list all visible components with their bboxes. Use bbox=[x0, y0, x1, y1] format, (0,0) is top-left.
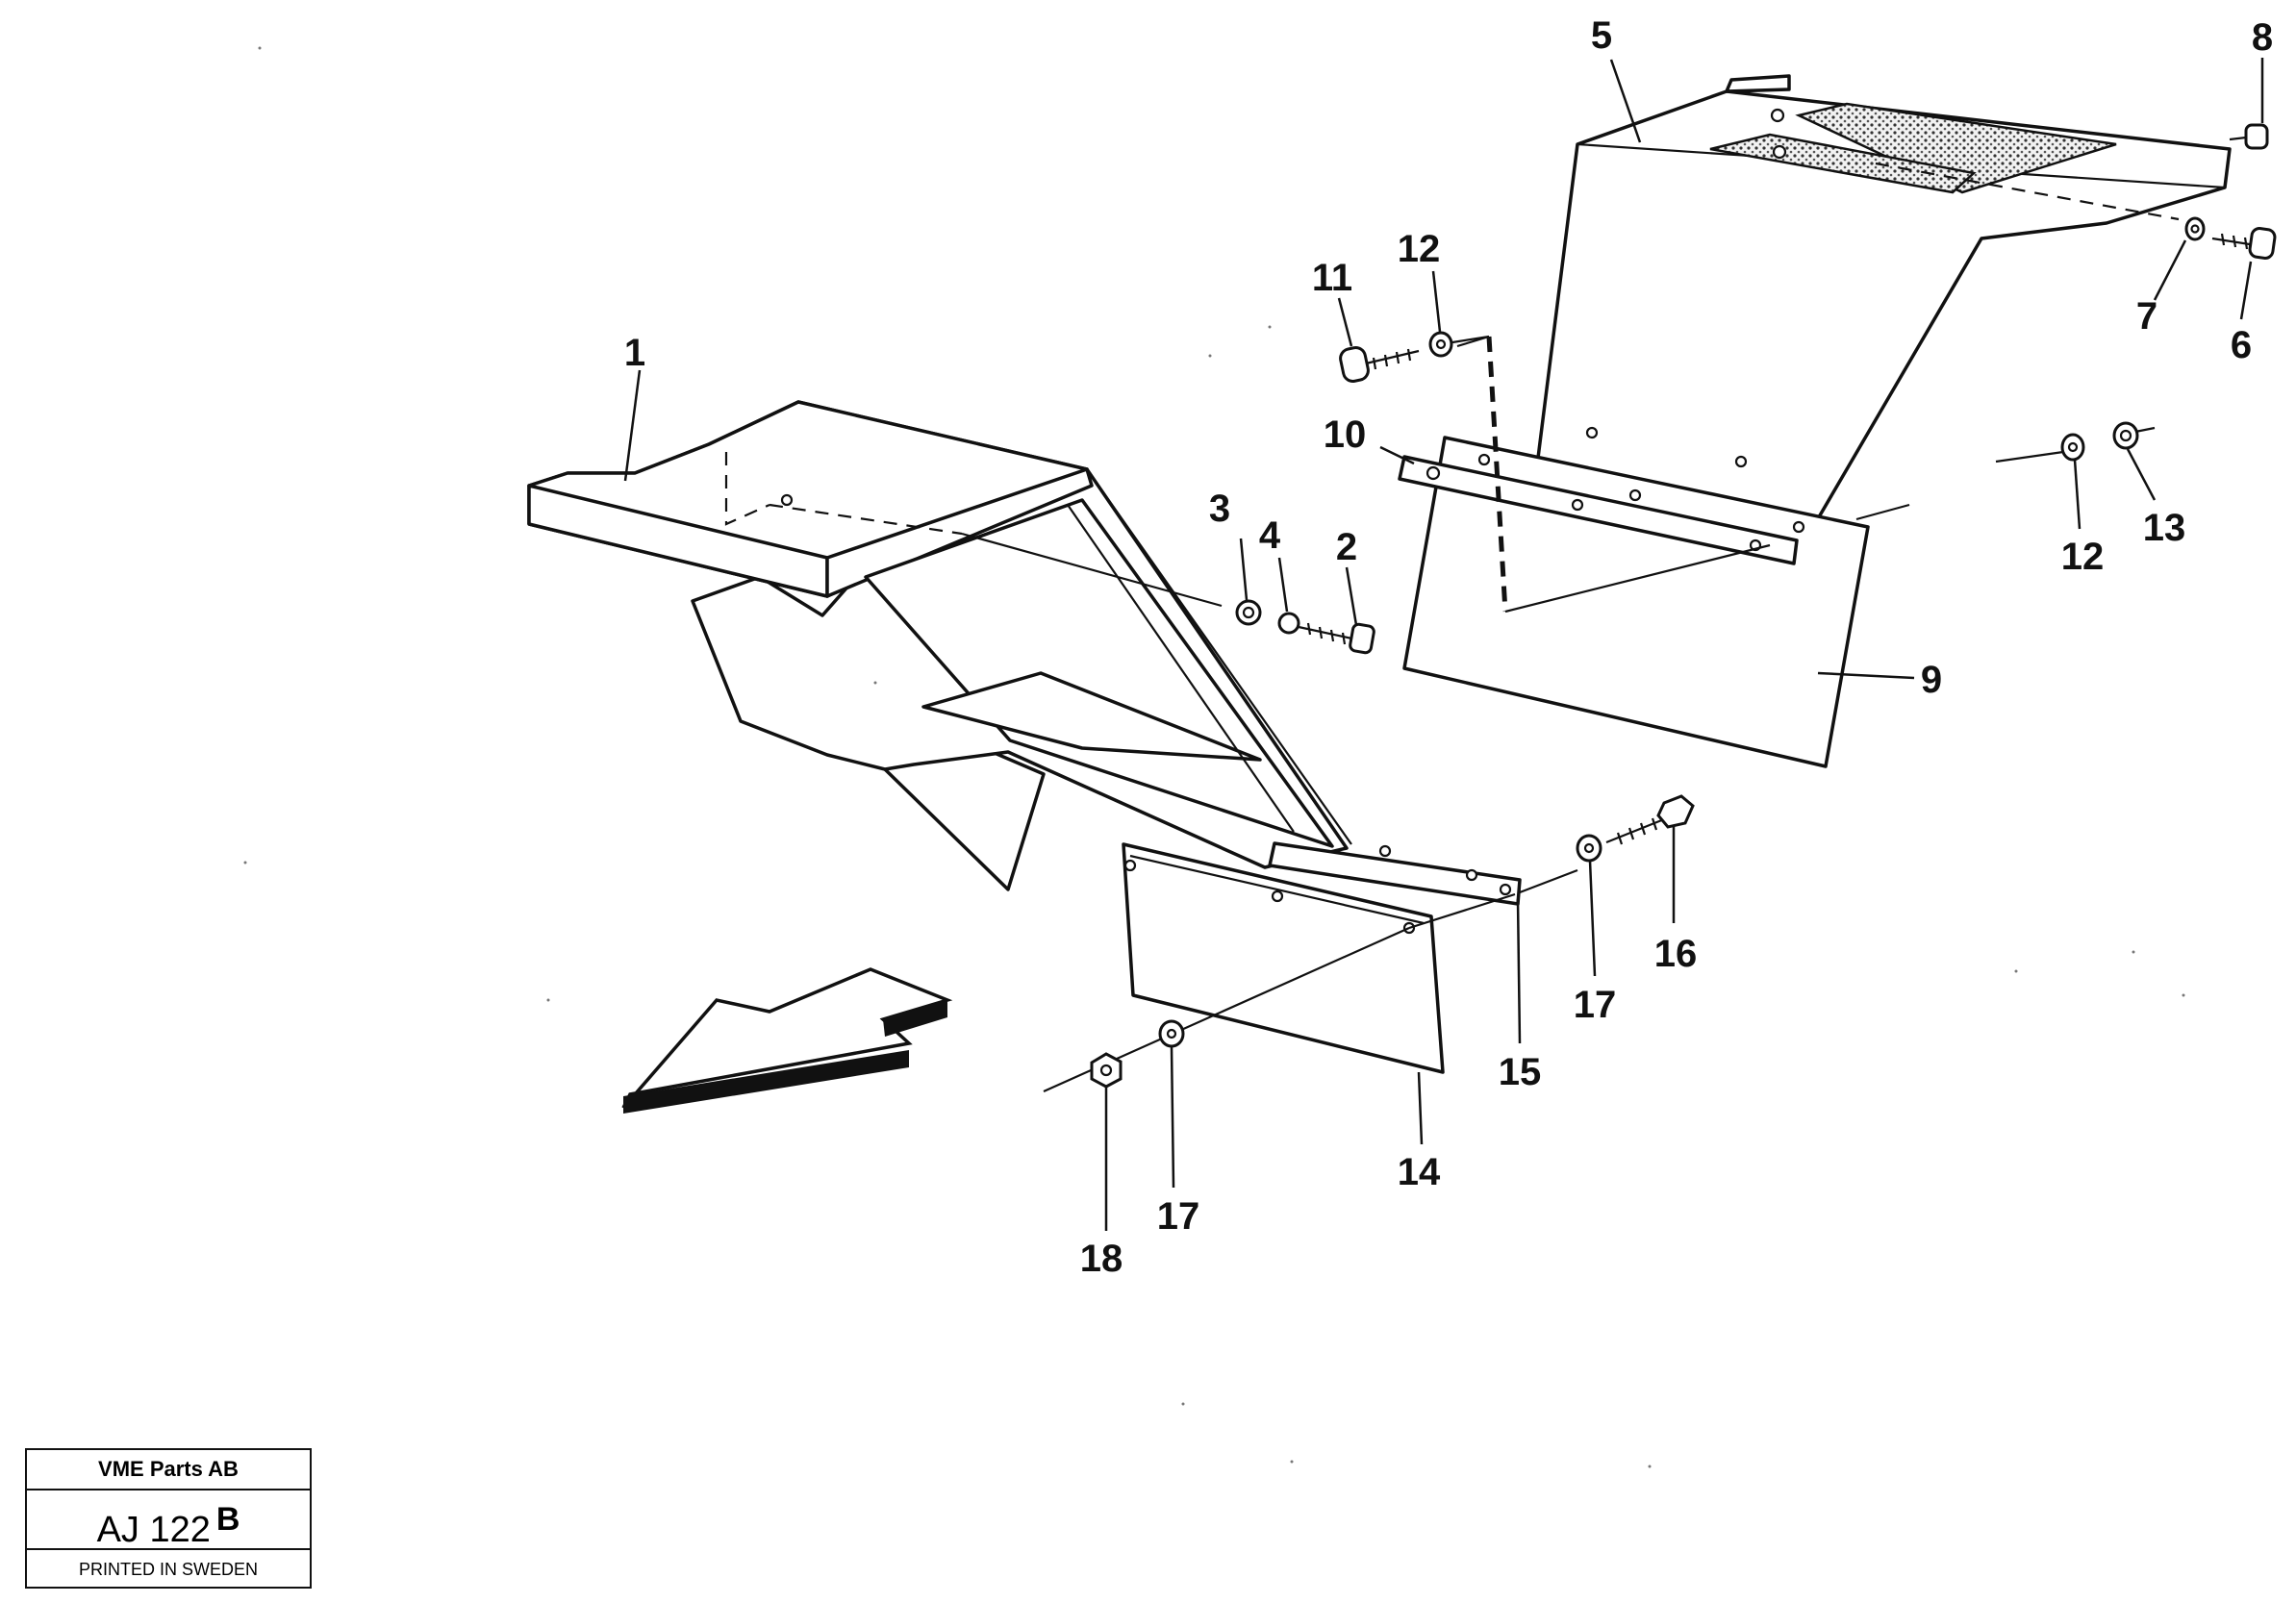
label-1: 1 bbox=[624, 332, 645, 374]
cover-part-5 bbox=[1532, 74, 2232, 529]
direction-arrow bbox=[621, 967, 953, 1114]
part-labels: 1 2 3 4 5 6 7 8 9 10 11 12 12 13 14 15 1… bbox=[624, 14, 2273, 1280]
label-2: 2 bbox=[1336, 526, 1357, 568]
label-6: 6 bbox=[2231, 324, 2252, 366]
label-3: 3 bbox=[1209, 488, 1230, 530]
print-note: PRINTED IN SWEDEN bbox=[78, 1560, 258, 1579]
label-12-top: 12 bbox=[1398, 228, 1441, 270]
label-12-right: 12 bbox=[2061, 536, 2105, 578]
leader-lines bbox=[623, 58, 2264, 1231]
hardware-17-18 bbox=[1090, 1019, 1185, 1089]
revision-letter: B bbox=[215, 1501, 240, 1538]
label-5: 5 bbox=[1591, 14, 1612, 57]
hardware-11-12 bbox=[1339, 331, 1490, 383]
label-11: 11 bbox=[1312, 257, 1352, 299]
hardware-16-17 bbox=[1576, 794, 1695, 863]
hardware-3-4-2 bbox=[1235, 599, 1375, 655]
label-7: 7 bbox=[2136, 295, 2157, 338]
label-10: 10 bbox=[1324, 413, 1367, 456]
label-15: 15 bbox=[1499, 1051, 1542, 1093]
label-16: 16 bbox=[1654, 933, 1698, 975]
label-17-right: 17 bbox=[1574, 984, 1617, 1026]
label-18: 18 bbox=[1080, 1238, 1123, 1280]
step-part-1 bbox=[527, 400, 1352, 891]
label-13: 13 bbox=[2143, 507, 2186, 549]
label-9: 9 bbox=[1921, 659, 1942, 701]
label-8: 8 bbox=[2252, 16, 2273, 59]
drawing-number: AJ 122 bbox=[96, 1510, 211, 1550]
label-14: 14 bbox=[1398, 1151, 1441, 1193]
hardware-12-13 bbox=[2060, 421, 2139, 462]
hardware-6-7-8 bbox=[2184, 123, 2277, 260]
print-specks bbox=[243, 46, 2185, 1468]
label-17-left: 17 bbox=[1157, 1195, 1200, 1238]
flap-part-9 bbox=[1398, 335, 2156, 768]
label-4: 4 bbox=[1259, 514, 1281, 557]
company-name: VME Parts AB bbox=[27, 1450, 310, 1490]
